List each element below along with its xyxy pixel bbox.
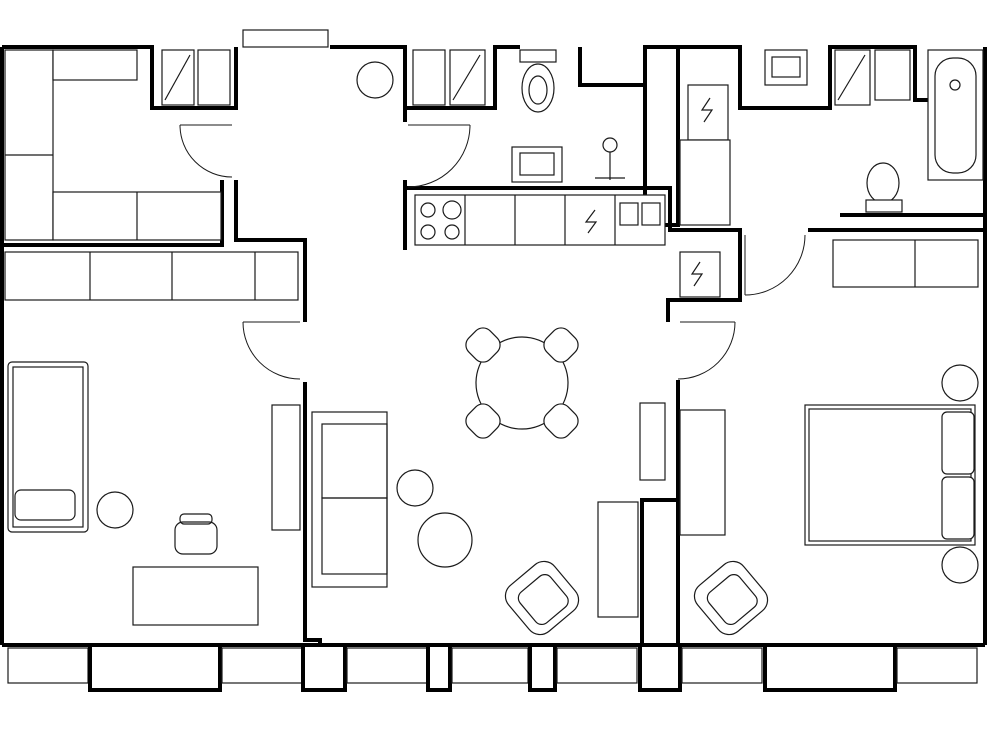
shower-icon [595,137,625,180]
window-pane [874,49,911,101]
round-stool [356,61,394,99]
dining-chair [543,403,579,439]
tv-unit-left [271,404,301,531]
window-bottom [451,647,529,684]
lightning-icon [690,261,704,287]
wall-top-middle [330,45,645,110]
window-bottom [556,647,638,684]
desk-chair [174,513,218,555]
lightning-icon [700,97,714,123]
wall-left-room-divider [2,180,307,322]
sofa [311,411,388,588]
window-bottom-pier [763,643,897,692]
wardrobe-left [4,251,299,301]
nightstand [941,364,979,402]
window-bottom-pier [638,643,682,692]
side-table [96,491,134,529]
door-left-room [179,124,233,178]
window-bottom-pier [426,643,452,692]
toilet-icon [519,49,557,113]
armchair-right [693,560,769,636]
window-pane [161,49,195,106]
window-bottom [681,647,763,684]
walls [0,29,987,647]
armchair-living [504,560,580,636]
window-bottom-pier [301,643,347,692]
bathroom1-fixtures [511,49,625,183]
bathroom2-fixtures [679,49,984,226]
bathtub-icon [927,49,984,181]
single-bed [7,361,89,533]
window-bottom [221,647,303,684]
kitchen-counter [414,194,666,246]
doors [179,124,806,380]
tall-cabinet [679,139,731,226]
dining-chair [465,327,501,363]
window-pane [412,49,446,106]
tv-cabinet-right [679,409,726,536]
window-pane [449,49,486,106]
wall-left-bedroom-right [303,382,322,645]
sectional-sofa [4,49,222,241]
window-bottom [896,647,978,684]
door-bathroom1 [407,124,471,188]
dining-table [475,336,569,430]
dining-set [465,327,579,439]
window-bottom [7,647,89,684]
sink-icon [764,49,808,86]
sink-icon [511,146,563,183]
coffee-table-large [417,512,473,568]
window-pane [164,54,191,101]
fridge [679,251,721,298]
wall-kitchen [405,186,742,322]
cabinet-living [597,501,639,618]
window-bottom-pier [528,643,557,692]
window-bottom-pier [88,643,222,692]
washer [687,84,729,141]
dining-chair [543,327,579,363]
wall-right-bathroom [808,213,985,232]
double-bed [804,404,976,546]
toilet-icon [865,162,903,213]
wall-top-left [2,45,238,110]
desk [132,566,259,626]
stove-icon [420,200,462,240]
nightstand [941,546,979,584]
windows [7,49,978,692]
door-bathroom2 [744,234,806,296]
window-pane [452,54,481,101]
coffee-table-small [396,469,434,507]
window-pane [837,54,866,101]
wall-column-lower [640,498,680,647]
door-left-bedroom [242,321,301,380]
window-top-entry [242,29,329,48]
wardrobe-right [832,239,979,288]
door-right-room [677,321,736,380]
sink-icon [619,202,661,226]
tv-unit-living [639,402,666,481]
window-pane [834,49,871,106]
window-pane [197,49,231,106]
lightning-icon [584,209,598,234]
dining-chair [465,403,501,439]
wall-top-right [678,45,985,110]
window-bottom [346,647,428,684]
